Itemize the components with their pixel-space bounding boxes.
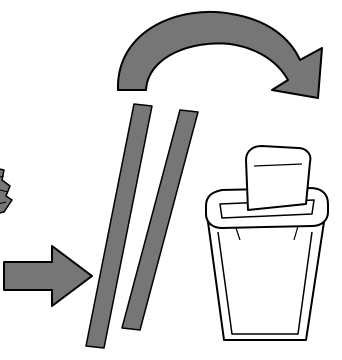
curved-arrow-icon bbox=[118, 12, 322, 98]
swing-lid-trash-bin-icon bbox=[206, 146, 328, 340]
crumpled-paper-icon bbox=[0, 168, 12, 214]
shredded-strips-icon bbox=[86, 104, 198, 348]
arrow-right-icon bbox=[4, 246, 92, 306]
